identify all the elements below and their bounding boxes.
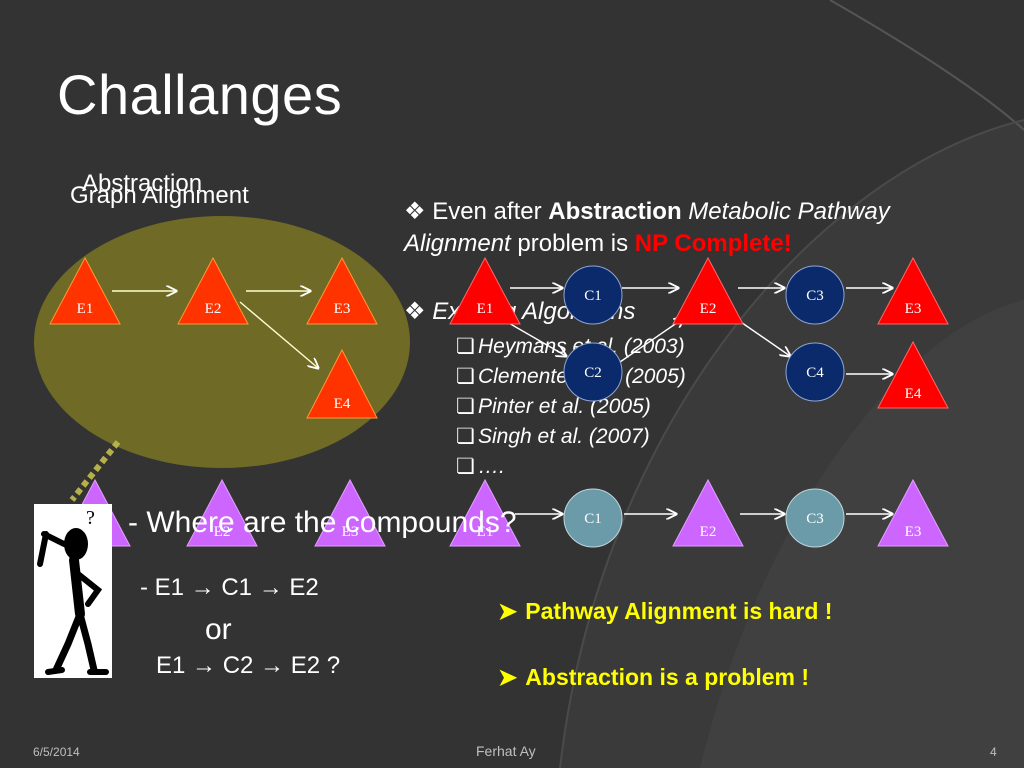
checkbox-bullet-icon: ❏ xyxy=(456,455,475,478)
node-label: C1 xyxy=(584,288,602,304)
reference-item: ❏Singh et al. (2007) xyxy=(456,422,686,452)
node-label: E1 xyxy=(477,524,494,540)
node-label: C1 xyxy=(584,511,602,527)
or-text: or xyxy=(205,613,232,646)
thinking-figure-icon: ? xyxy=(34,504,112,678)
node-label: E2 xyxy=(700,301,717,317)
node-label: E2 xyxy=(205,301,222,317)
path-option-2: E1 → C2 → E2 ? xyxy=(156,652,341,679)
node-label: C3 xyxy=(806,288,824,304)
question-text: - Where are the compounds? xyxy=(128,506,517,539)
enzyme-node: E2 xyxy=(177,256,249,325)
node-label: E1 xyxy=(477,301,494,317)
left-graph: E1 E2 E3 E4 xyxy=(49,256,378,419)
conclusion-2: ➤Abstraction is a problem ! xyxy=(498,664,809,690)
footer-date: 6/5/2014 xyxy=(33,745,80,759)
checkbox-bullet-icon: ❏ xyxy=(456,395,475,418)
node-label: C2 xyxy=(584,365,602,381)
enzyme-node: E1 xyxy=(49,256,121,325)
slide-title: Challanges xyxy=(57,63,343,126)
node-label: C4 xyxy=(806,365,824,381)
diamond-bullet-icon: ❖ xyxy=(404,298,426,325)
node-label: E3 xyxy=(905,301,922,317)
compound-node: C2 xyxy=(563,342,623,402)
conclusion-1: ➤Pathway Alignment is hard ! xyxy=(498,598,833,624)
node-label: E3 xyxy=(334,301,351,317)
enzyme-node: E3 xyxy=(877,256,949,325)
enzyme-node: E1 xyxy=(449,478,521,547)
path-option-1: - E1 → C1 → E2 xyxy=(140,574,319,601)
enzyme-node: E2 xyxy=(186,478,258,547)
abstraction-label: Abstraction xyxy=(82,170,203,197)
node-label: E2 xyxy=(214,524,231,540)
reference-list: ❏Heymans et al. (2003) ❏Clemente et al. … xyxy=(456,332,686,482)
node-label: E4 xyxy=(334,396,351,412)
compound-node: C1 xyxy=(563,265,623,325)
checkbox-bullet-icon: ❏ xyxy=(456,425,475,448)
enzyme-node: E4 xyxy=(877,340,949,409)
diamond-bullet-icon: ❖ xyxy=(404,198,426,225)
svg-text:?: ? xyxy=(86,507,95,529)
node-label: E1 xyxy=(77,301,94,317)
compound-node: C3 xyxy=(785,488,845,548)
bullet-np-complete: ❖ Even after Abstraction Metabolic Pathw… xyxy=(404,198,890,257)
node-label: C3 xyxy=(806,511,824,527)
compound-node: C3 xyxy=(785,265,845,325)
enzyme-node: E2 xyxy=(672,478,744,547)
compound-node: C4 xyxy=(785,342,845,402)
reference-item: ❏Pinter et al. (2005) xyxy=(456,392,686,422)
node-label: E3 xyxy=(342,524,359,540)
checkbox-bullet-icon: ❏ xyxy=(456,365,475,388)
enzyme-node: E4 xyxy=(306,348,378,419)
node-label: E4 xyxy=(905,386,922,402)
checkbox-bullet-icon: ❏ xyxy=(456,335,475,358)
enzyme-node: E3 xyxy=(314,478,386,547)
connector-line xyxy=(69,440,121,502)
arrow-bullet-icon: ➤ xyxy=(498,664,518,690)
reference-item: ❏…. xyxy=(456,452,686,482)
enzyme-node: E2 xyxy=(672,256,744,325)
footer-page-number: 4 xyxy=(990,745,997,759)
enzyme-node: E3 xyxy=(877,478,949,547)
enzyme-node: E1 xyxy=(449,256,521,325)
arrow-bullet-icon: ➤ xyxy=(498,598,518,624)
graph-alignment-label: Graph Alignment xyxy=(70,182,249,209)
enzyme-node: E3 xyxy=(306,256,378,325)
footer-author: Ferhat Ay xyxy=(476,743,536,759)
node-label: E2 xyxy=(700,524,717,540)
compound-node: C1 xyxy=(563,488,623,548)
node-label: E3 xyxy=(905,524,922,540)
